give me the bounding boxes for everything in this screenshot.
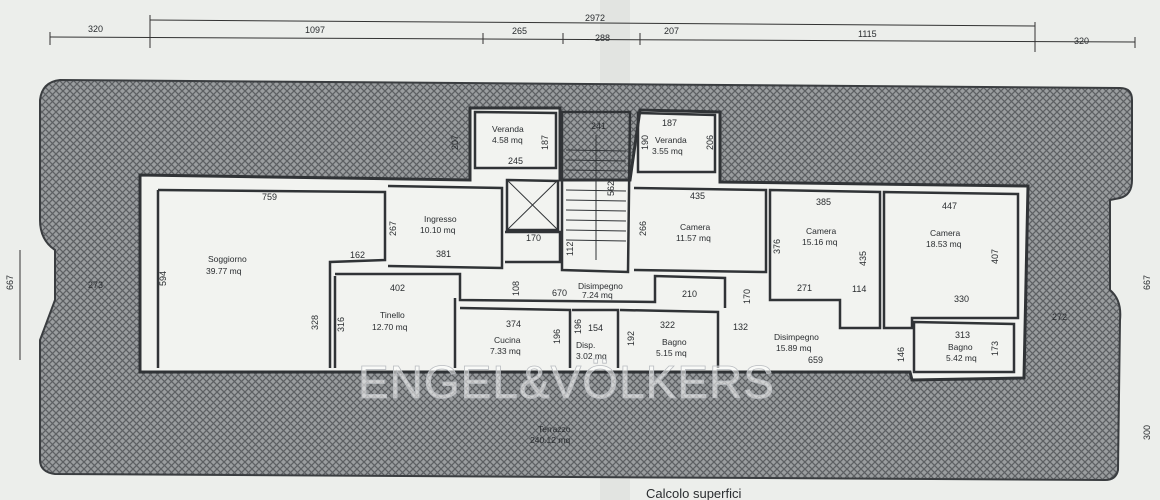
- dim-stair-241: 241: [591, 121, 606, 131]
- room-area-veranda-left: 4.58 mq: [492, 135, 523, 145]
- room-name-tinello: Tinello: [380, 310, 405, 320]
- room-area-disimpegno-1: 7.24 mq: [582, 290, 613, 300]
- room-labels: Soggiorno 39.77 mq Ingresso 10.10 mq Ver…: [206, 124, 977, 445]
- footer-note: Calcolo superfici: [646, 486, 741, 500]
- room-name-disimpegno-1: Disimpegno: [578, 281, 623, 291]
- dim-top-6: 1115: [858, 29, 877, 39]
- dim-veranda-right-206: 206: [705, 135, 715, 150]
- dim-bagno2-173: 173: [990, 341, 1000, 356]
- room-name-bagno-2: Bagno: [948, 342, 973, 352]
- dim-stair-562: 562: [606, 181, 616, 196]
- room-area-veranda-right: 3.55 mq: [652, 146, 683, 156]
- dim-cucina-width: 374: [506, 319, 521, 329]
- room-name-soggiorno: Soggiorno: [208, 254, 247, 264]
- dim-dis1-670: 670: [552, 288, 567, 298]
- dim-dis2-659: 659: [808, 355, 823, 365]
- dim-camera2-width: 385: [816, 197, 831, 207]
- dim-dis1-210: 210: [682, 289, 697, 299]
- dim-veranda-left-inner: 187: [540, 135, 550, 150]
- room-name-disp: Disp.: [576, 340, 595, 350]
- dim-top-1: 320: [88, 24, 103, 34]
- dim-dis1-170: 170: [742, 289, 752, 304]
- dim-dis2-271: 271: [797, 283, 812, 293]
- dim-total: 2972: [585, 13, 605, 23]
- dim-veranda-right-width: 187: [662, 118, 677, 128]
- room-name-camera-2: Camera: [806, 226, 837, 236]
- dim-camera1-height: 266: [638, 221, 648, 236]
- dim-soggiorno-width: 759: [262, 192, 277, 202]
- room-name-veranda-right: Veranda: [655, 135, 687, 145]
- dim-bagno1-width: 322: [660, 320, 675, 330]
- dim-stair-112: 112: [565, 242, 575, 256]
- dim-tinello-width: 402: [390, 283, 405, 293]
- room-area-cucina: 7.33 mq: [490, 346, 521, 356]
- dim-terrace-left: 273: [88, 280, 103, 290]
- building-footprint: [138, 106, 1030, 382]
- dim-veranda-left-width: 245: [508, 156, 523, 166]
- dim-camera3-width: 447: [942, 201, 957, 211]
- watermark-logo: ENGEL&VÖLKERS: [358, 356, 775, 408]
- room-area-camera-3: 18.53 mq: [926, 239, 962, 249]
- room-name-veranda-left: Veranda: [492, 124, 524, 134]
- dim-top-3: 265: [512, 26, 527, 36]
- dim-veranda-left-height: 207: [450, 135, 460, 150]
- room-area-bagno-2: 5.42 mq: [946, 353, 977, 363]
- dim-camera3-330: 330: [954, 294, 969, 304]
- dim-tinello-316: 316: [336, 317, 346, 332]
- room-area-tinello: 12.70 mq: [372, 322, 408, 332]
- dim-cucina-196: 196: [552, 329, 562, 344]
- room-area-camera-2: 15.16 mq: [802, 237, 838, 247]
- dim-side-right: 667: [1142, 275, 1152, 290]
- dim-ingresso-height: 267: [388, 221, 398, 236]
- room-area-bagno-1: 5.15 mq: [656, 348, 687, 358]
- dim-disp-196: 196: [573, 319, 583, 334]
- room-name-terrazzo: Terrazzo: [538, 424, 571, 434]
- interior-dimensions: 759 594 267 381 162 207 187 245 241 562 …: [88, 118, 1067, 365]
- dim-dis2-114: 114: [852, 284, 866, 294]
- dim-dis2-132: 132: [733, 322, 748, 332]
- dim-camera2-376: 376: [772, 239, 782, 254]
- dim-camera1-width: 435: [690, 191, 705, 201]
- dim-top-2: 1097: [305, 25, 325, 35]
- room-area-disp: 3.02 mq: [576, 351, 607, 361]
- room-name-disimpegno-2: Disimpegno: [774, 332, 819, 342]
- room-area-soggiorno: 39.77 mq: [206, 266, 242, 276]
- room-area-terrazzo: 240.12 mq: [530, 435, 570, 445]
- dim-bagno2-146: 146: [896, 347, 906, 362]
- room-name-ingresso: Ingresso: [424, 214, 457, 224]
- stair-treads: [565, 135, 627, 260]
- room-area-camera-1: 11.57 mq: [676, 233, 711, 243]
- dim-soggiorno-height: 594: [158, 271, 168, 286]
- room-name-camera-3: Camera: [930, 228, 961, 238]
- dim-top-7: 320: [1074, 36, 1089, 46]
- top-dimension-lines: [49, 15, 1136, 52]
- dim-dis1-108: 108: [511, 281, 521, 296]
- room-area-ingresso: 10.10 mq: [420, 225, 456, 235]
- room-area-disimpegno-2: 15.89 mq: [776, 343, 812, 353]
- dim-side-bottom-right: 300: [1142, 425, 1152, 440]
- dim-camera2-435: 435: [858, 251, 868, 266]
- dim-wall-328: 328: [310, 315, 320, 330]
- dim-top-4: 288: [595, 33, 610, 43]
- dim-top-5: 207: [664, 26, 679, 36]
- dim-hall-162: 162: [350, 250, 365, 260]
- dim-veranda-right-190: 190: [640, 135, 650, 150]
- dim-camera3-height: 407: [990, 249, 1000, 264]
- dim-stair-170: 170: [526, 233, 541, 243]
- dim-bagno2-width: 313: [955, 330, 970, 340]
- interior-walls: [156, 110, 1020, 374]
- dim-bagno1-192: 192: [626, 331, 636, 346]
- dim-side-left: 667: [5, 275, 15, 290]
- room-name-cucina: Cucina: [494, 335, 521, 345]
- dim-terrace-right: 272: [1052, 312, 1067, 322]
- dim-ingresso-width: 381: [436, 249, 451, 259]
- room-name-camera-1: Camera: [680, 222, 711, 232]
- dim-disp-width: 154: [588, 323, 603, 333]
- room-name-bagno-1: Bagno: [662, 337, 687, 347]
